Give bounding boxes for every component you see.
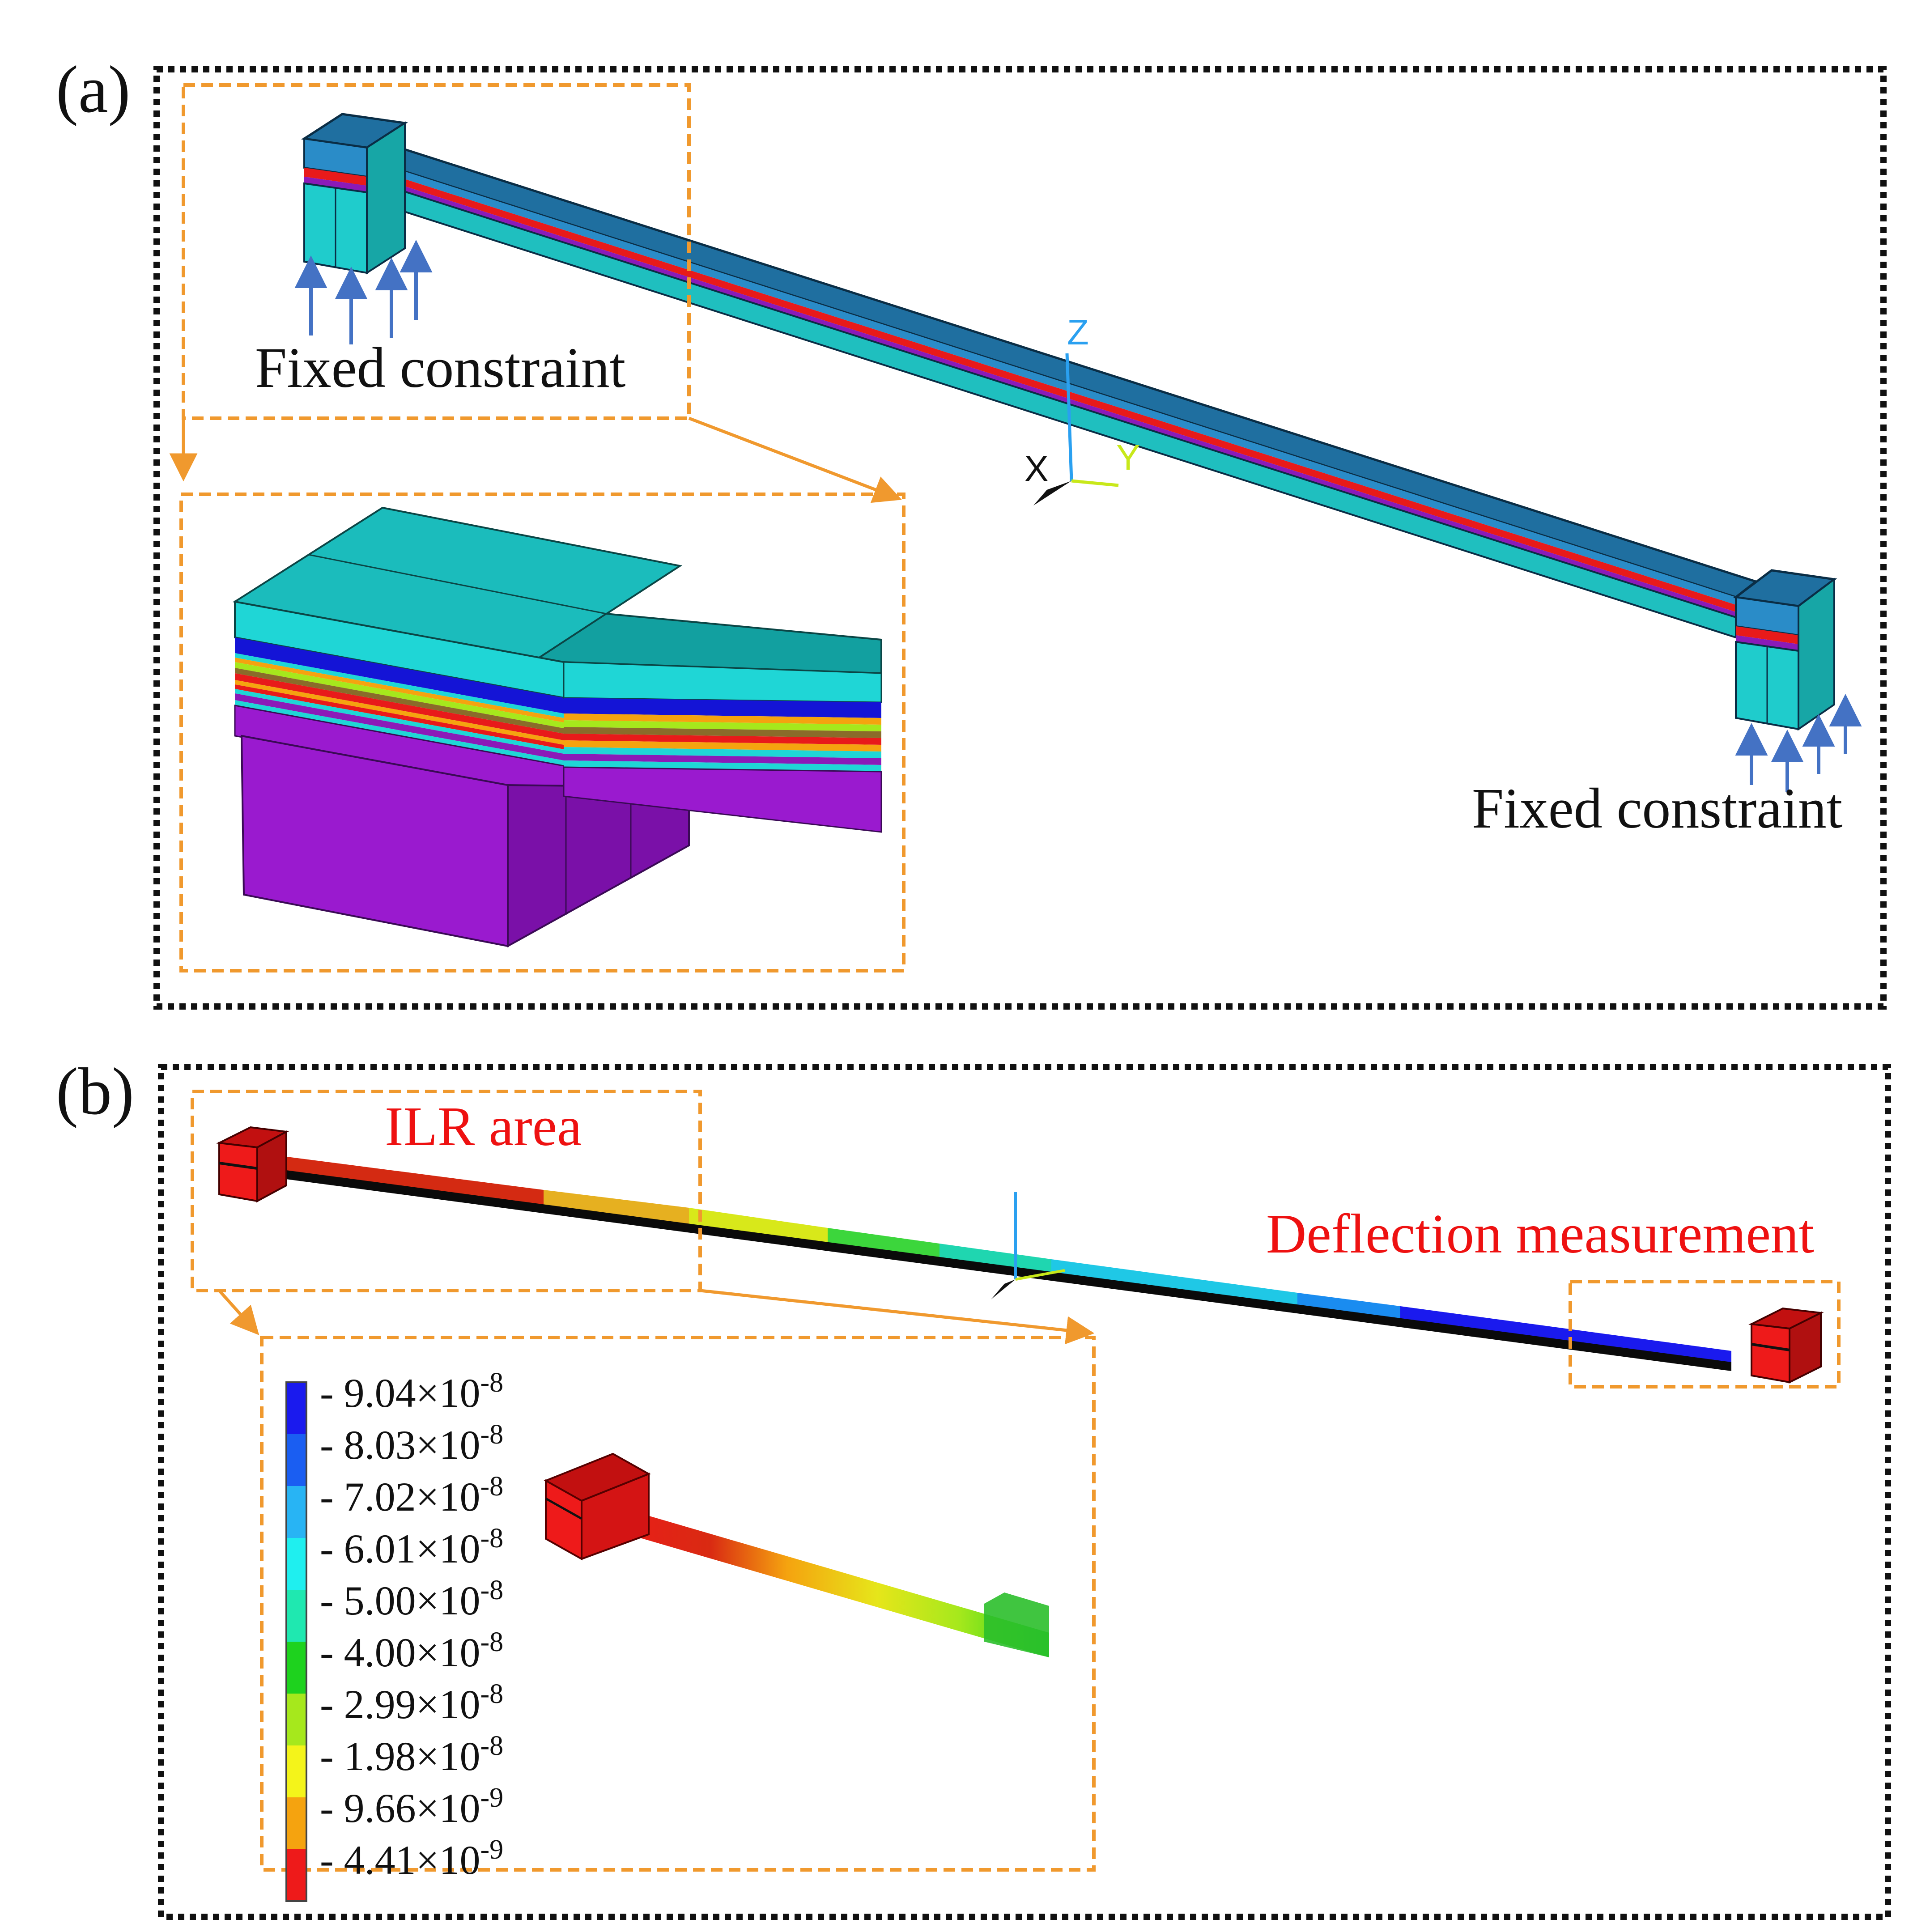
right-anchor-pad bbox=[1733, 569, 1837, 731]
beam-layer-purple bbox=[351, 169, 1736, 617]
left-constraint-arrows bbox=[294, 240, 433, 344]
panel-b-border bbox=[158, 1064, 1891, 1920]
legend-swatch bbox=[286, 1849, 306, 1901]
legend-swatch bbox=[286, 1590, 306, 1642]
legend-value-label: - 8.03×10-8 bbox=[320, 1419, 503, 1468]
ilr-inset-model bbox=[544, 1452, 1049, 1657]
beam-layer-red bbox=[351, 162, 1736, 612]
left-anchor-pad bbox=[301, 113, 408, 275]
zoom-inset-box-a bbox=[179, 493, 905, 972]
zoom-source-box-a bbox=[182, 83, 691, 420]
beam-3d-model bbox=[301, 113, 1837, 731]
legend-value-label: - 9.66×10-9 bbox=[320, 1783, 503, 1831]
axis-y-label: Y bbox=[1116, 437, 1140, 477]
zoom-inset-box-b bbox=[260, 1336, 1096, 1872]
legend-value-label: - 9.04×10-8 bbox=[320, 1367, 503, 1416]
color-legend: - 9.04×10-8- 8.03×10-8- 7.02×10-8- 6.01×… bbox=[285, 1367, 503, 1902]
deflection-box bbox=[1569, 1280, 1841, 1388]
zoom-arrow-right-b bbox=[700, 1289, 1095, 1345]
legend-swatch bbox=[286, 1797, 306, 1849]
panel-a-label: (a) bbox=[56, 52, 130, 127]
legend-value-label: - 4.41×10-9 bbox=[320, 1834, 503, 1883]
axis-triad-b bbox=[991, 1192, 1065, 1299]
legend-swatch bbox=[286, 1382, 306, 1434]
axis-triad-a: Z X Y bbox=[1025, 312, 1140, 505]
legend-value-label: - 5.00×10-8 bbox=[320, 1575, 503, 1623]
legend-value-label: - 4.00×10-8 bbox=[320, 1627, 503, 1675]
right-constraint-label: Fixed constraint bbox=[1472, 777, 1842, 840]
zoomed-layer-stack bbox=[232, 506, 882, 948]
ilr-area-label: ILR area bbox=[385, 1096, 582, 1158]
panel-b: (b) bbox=[56, 1054, 1891, 1920]
deflection-measurement-label: Deflection measurement bbox=[1266, 1203, 1814, 1265]
legend-swatch bbox=[286, 1642, 306, 1694]
legend-value-label: - 2.99×10-8 bbox=[320, 1679, 503, 1727]
axis-x-label: X bbox=[1025, 449, 1048, 488]
legend-value-label: - 6.01×10-8 bbox=[320, 1523, 503, 1571]
simulation-beam bbox=[216, 1126, 1824, 1384]
zoom-arrow-right-a bbox=[688, 416, 902, 503]
axis-z-label: Z bbox=[1067, 312, 1089, 352]
zoom-arrow-left-b bbox=[218, 1289, 259, 1335]
legend-swatch bbox=[286, 1538, 306, 1590]
legend-value-label: - 7.02×10-8 bbox=[320, 1471, 503, 1520]
left-constraint-label: Fixed constraint bbox=[255, 336, 625, 399]
ilr-area-box bbox=[191, 1090, 702, 1292]
legend-value-label: - 1.98×10-8 bbox=[320, 1731, 503, 1779]
legend-swatch bbox=[286, 1745, 306, 1797]
right-constraint-arrows bbox=[1735, 694, 1862, 792]
legend-frame bbox=[285, 1381, 307, 1902]
legend-swatch bbox=[286, 1486, 306, 1538]
panel-b-label: (b) bbox=[56, 1054, 134, 1129]
beam-layer-blue bbox=[351, 154, 1736, 605]
legend-swatch bbox=[286, 1694, 306, 1745]
panel-a: (a) bbox=[56, 52, 1887, 1010]
legend-swatch bbox=[286, 1434, 306, 1486]
panel-a-border bbox=[153, 66, 1887, 1010]
